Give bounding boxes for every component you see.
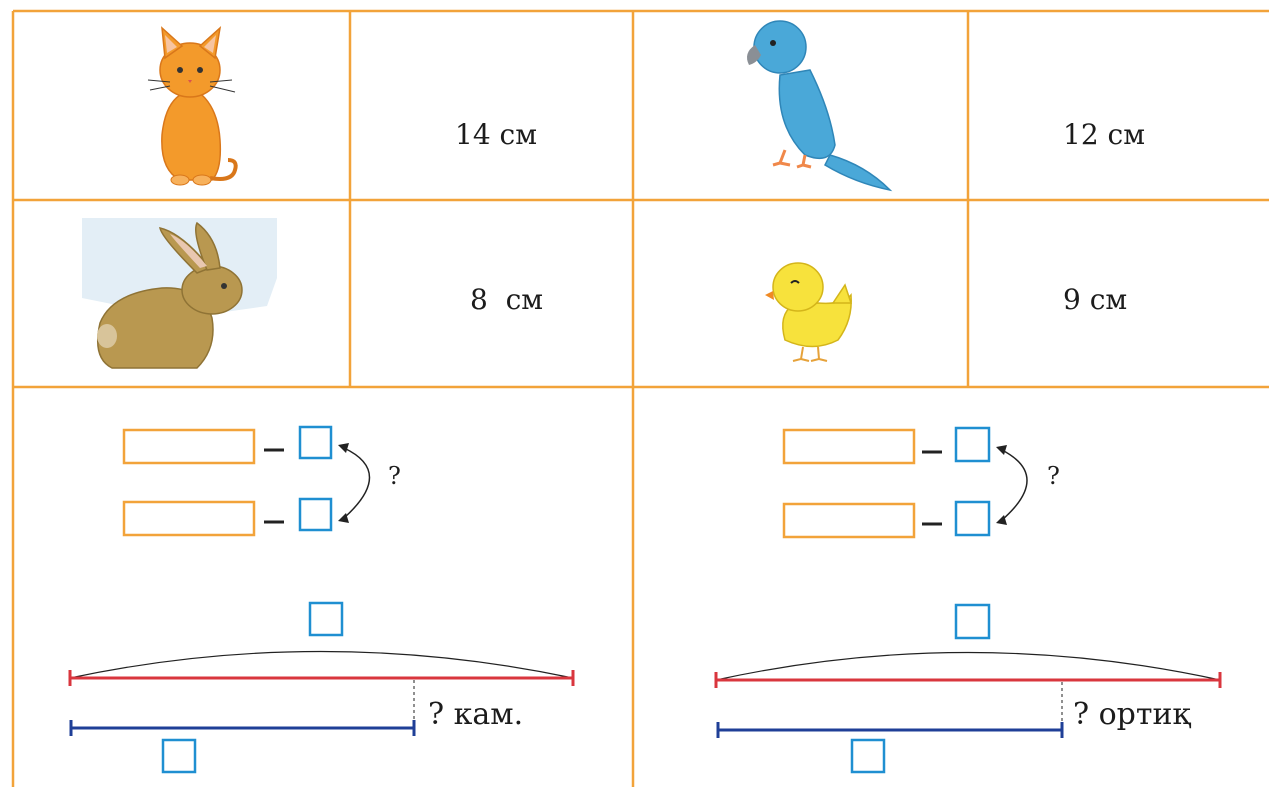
chick-icon <box>763 255 858 365</box>
rabbit-measure: 8 см <box>470 283 544 316</box>
left-diagram-label: ? кам. <box>428 697 524 732</box>
right-small-box-2 <box>954 500 991 537</box>
left-brace-arc <box>69 650 574 679</box>
left-arrow-question: ? <box>388 462 401 490</box>
left-compare-arrow <box>343 447 371 519</box>
left-small-box-1 <box>298 425 333 460</box>
left-part-box <box>161 738 197 774</box>
right-part-box <box>850 738 886 774</box>
chick-measure: 9 см <box>1063 283 1128 316</box>
right-arrow-question: ? <box>1047 462 1060 490</box>
parrot-icon <box>735 15 895 195</box>
parrot-measure: 12 см <box>1063 118 1145 151</box>
right-answer-box-2 <box>782 502 916 539</box>
rabbit-icon <box>82 218 277 378</box>
left-answer-box-1 <box>122 428 256 465</box>
right-small-box-1 <box>954 426 991 463</box>
left-answer-box-2 <box>122 500 256 537</box>
right-total-box <box>954 603 991 640</box>
left-total-box <box>308 601 344 637</box>
cat-icon <box>140 20 250 190</box>
left-small-box-2 <box>298 497 333 532</box>
cat-measure: 14 см <box>455 118 537 151</box>
right-diagram-label: ? ортиқ <box>1073 697 1191 732</box>
right-answer-box-1 <box>782 428 916 465</box>
right-compare-arrow <box>1001 449 1028 521</box>
right-brace-arc <box>715 651 1221 681</box>
